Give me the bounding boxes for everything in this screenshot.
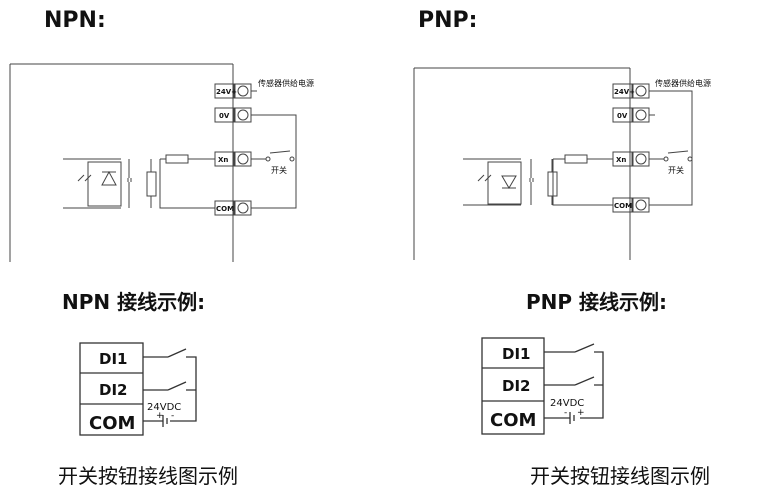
npn-heading: NPN: xyxy=(44,8,106,33)
pnp-wire-common-bus xyxy=(552,159,613,206)
npn-switch-label: 开关 xyxy=(271,165,287,175)
npn-sensor-power-label: 传感器供给电源 xyxy=(258,78,314,88)
pnp-terminal-0v-label: 0V xyxy=(617,112,628,120)
npn-light-arrows xyxy=(77,174,92,182)
npn-wiring-title: NPN 接线示例: xyxy=(62,290,206,314)
pnp-di1-label: DI1 xyxy=(502,345,530,363)
npn-supply-label: 24VDC xyxy=(147,402,181,413)
pnp-supply-label: 24VDC xyxy=(550,398,584,409)
pnp-terminal-24v-label: 24V+ xyxy=(614,88,635,96)
pnp-light-arrows xyxy=(477,174,492,182)
pnp-wire-com-return xyxy=(649,159,693,206)
npn-capacitor-plates xyxy=(127,178,132,182)
npn-optocoupler-box xyxy=(87,161,122,207)
pnp-switch-lever xyxy=(667,150,689,154)
pnp-supply-symbol xyxy=(544,412,575,424)
npn-terminal-com-label: COM xyxy=(216,205,234,213)
npn-supply-negative: - xyxy=(171,411,174,421)
pnp-terminal-24v-box xyxy=(612,83,633,99)
npn-screw-24v-circle xyxy=(237,85,249,97)
npn-terminal-0v-label: 0V xyxy=(219,112,230,120)
npn-button-terminal-dividers xyxy=(80,372,143,405)
pnp-screw-com-circle xyxy=(635,199,647,211)
pnp-capacitor-plates xyxy=(529,178,534,182)
pnp-optocoupler-box xyxy=(487,161,522,205)
npn-terminal-24v-label: 24V+ xyxy=(216,88,237,96)
pnp-caption: 开关按钮接线图示例 xyxy=(530,464,710,488)
npn-di1-label: DI1 xyxy=(99,350,127,368)
pnp-screw-24v-circle xyxy=(635,85,647,97)
npn-caption: 开关按钮接线图示例 xyxy=(58,464,238,488)
npn-supply-symbol xyxy=(143,415,168,427)
npn-button-terminal-block xyxy=(79,342,144,436)
pnp-switch-label: 开关 xyxy=(668,165,684,175)
pnp-optocoupler-leads xyxy=(463,158,521,206)
npn-terminal-24v-box xyxy=(214,83,235,99)
npn-wire-com-return xyxy=(251,115,297,209)
npn-wire-common-bus xyxy=(159,159,215,209)
npn-di1-switch-wire xyxy=(143,348,197,422)
npn-screw-com-circle xyxy=(237,202,249,214)
npn-screw-xn-circle xyxy=(237,153,249,165)
pnp-terminal-com-label: COM xyxy=(614,202,632,210)
npn-di2-label: DI2 xyxy=(99,381,127,399)
pnp-sensor-power-label: 传感器供给电源 xyxy=(655,78,711,88)
pnp-optocoupler-diode xyxy=(501,175,517,189)
pnp-supply-positive: + xyxy=(577,408,585,418)
npn-terminal-xn-label: Xn xyxy=(218,156,228,164)
pnp-supply-negative: - xyxy=(564,408,567,418)
npn-switch-lever xyxy=(269,150,291,154)
npn-com-label: COM xyxy=(89,413,135,434)
pnp-wire-24v-to-switch xyxy=(649,90,693,159)
pnp-screw-0v-circle xyxy=(635,109,647,121)
pnp-button-terminal-dividers xyxy=(482,367,544,402)
pnp-button-terminal-block xyxy=(481,337,545,435)
npn-supply-positive: + xyxy=(156,411,164,421)
npn-optocoupler-diode xyxy=(101,170,117,186)
npn-switch-contact-left xyxy=(265,156,271,162)
pnp-screw-xn-circle xyxy=(635,153,647,165)
pnp-heading: PNP: xyxy=(418,8,478,33)
pnp-terminal-xn-label: Xn xyxy=(616,156,626,164)
pnp-terminal-0v-box xyxy=(612,107,633,123)
npn-optocoupler-leads xyxy=(63,158,121,209)
pnp-di2-switch-wire xyxy=(544,376,603,386)
pnp-com-label: COM xyxy=(490,410,536,431)
pnp-switch-contact-left xyxy=(663,156,669,162)
npn-switch-contact-right xyxy=(289,156,295,162)
npn-terminal-0v-box xyxy=(214,107,235,123)
pnp-wiring-title: PNP 接线示例: xyxy=(526,290,668,314)
npn-di2-switch-wire xyxy=(143,381,196,391)
pnp-di2-label: DI2 xyxy=(502,377,530,395)
npn-screw-0v-circle xyxy=(237,109,249,121)
